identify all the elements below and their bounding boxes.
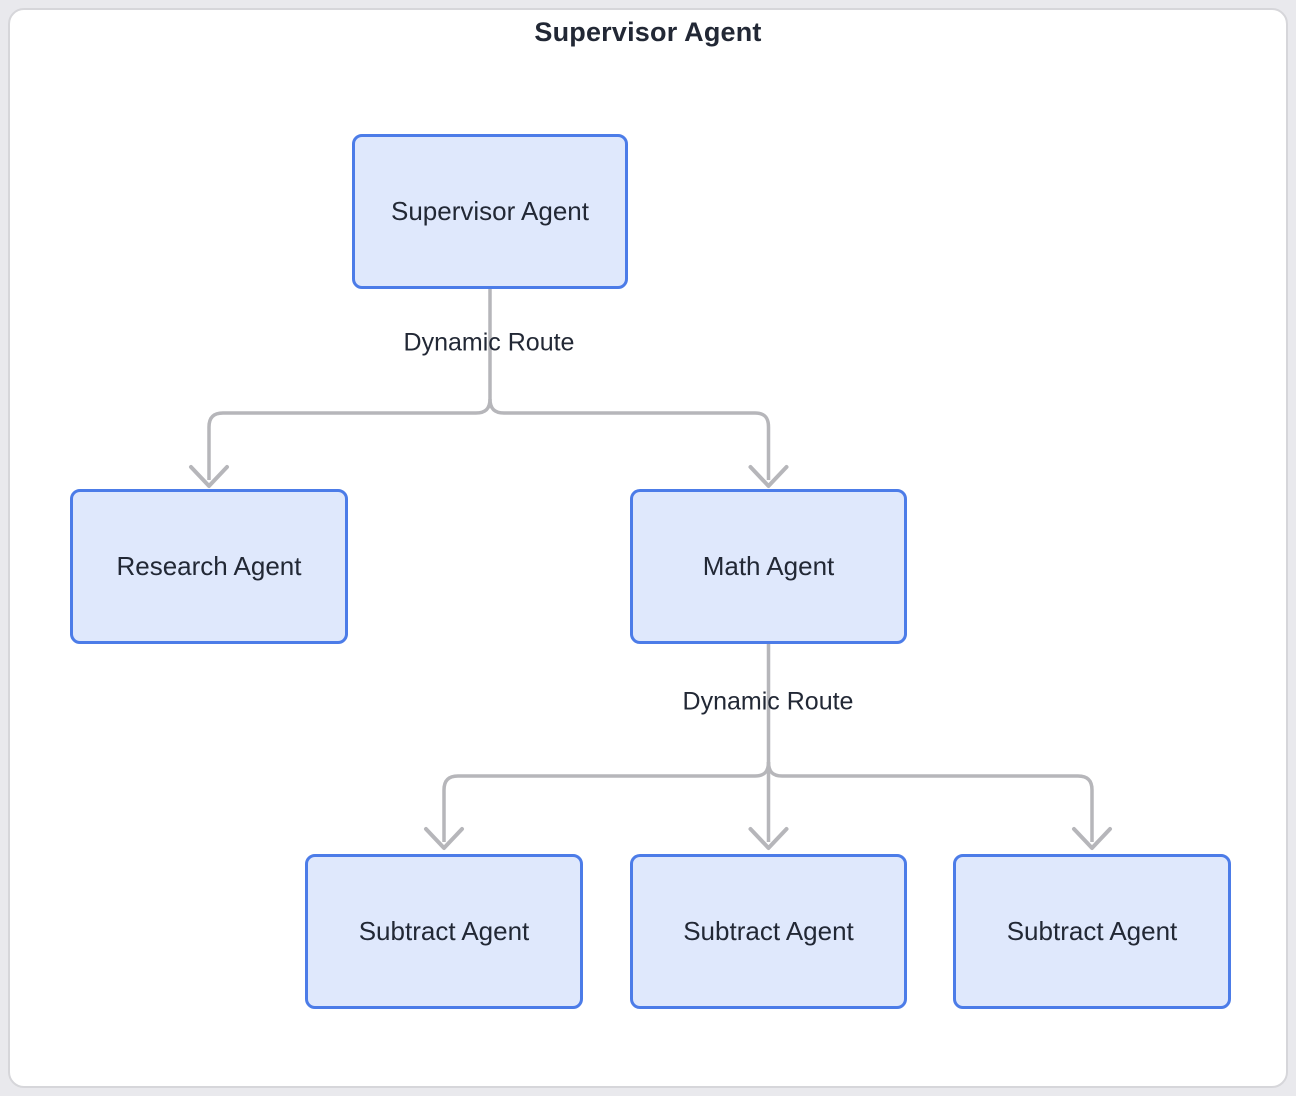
node-research-agent: Research Agent bbox=[70, 489, 348, 644]
node-subtract-agent-2: Subtract Agent bbox=[630, 854, 907, 1009]
node-supervisor-agent-label: Supervisor Agent bbox=[390, 196, 589, 226]
node-supervisor-agent: Supervisor Agent bbox=[352, 134, 628, 289]
node-subtract-agent-1-label: Subtract Agent bbox=[358, 916, 530, 946]
edge-math-subtract-1 bbox=[442, 761, 771, 842]
arrowhead-subtract-1-icon bbox=[424, 827, 464, 850]
node-math-agent: Math Agent bbox=[630, 489, 907, 644]
node-subtract-agent-3: Subtract Agent bbox=[953, 854, 1231, 1009]
edge-label-dynamic-route-2: Dynamic Route bbox=[682, 687, 854, 716]
edge-supervisor-math bbox=[488, 398, 771, 480]
arrowhead-math-icon bbox=[748, 465, 789, 488]
node-subtract-agent-3-label: Subtract Agent bbox=[1006, 916, 1178, 946]
edge-math-subtract-3 bbox=[766, 761, 1094, 842]
edge-supervisor-research bbox=[207, 398, 492, 480]
node-subtract-agent-2-label: Subtract Agent bbox=[683, 916, 854, 946]
diagram-title: Supervisor Agent bbox=[534, 17, 762, 47]
edge-label-dynamic-route-1: Dynamic Route bbox=[403, 328, 575, 357]
node-math-agent-label: Math Agent bbox=[702, 551, 835, 581]
arrowhead-subtract-2-icon bbox=[748, 827, 789, 850]
arrowhead-research-icon bbox=[189, 465, 229, 488]
node-subtract-agent-1: Subtract Agent bbox=[305, 854, 583, 1009]
arrowhead-subtract-3-icon bbox=[1072, 827, 1112, 850]
node-research-agent-label: Research Agent bbox=[116, 551, 302, 581]
